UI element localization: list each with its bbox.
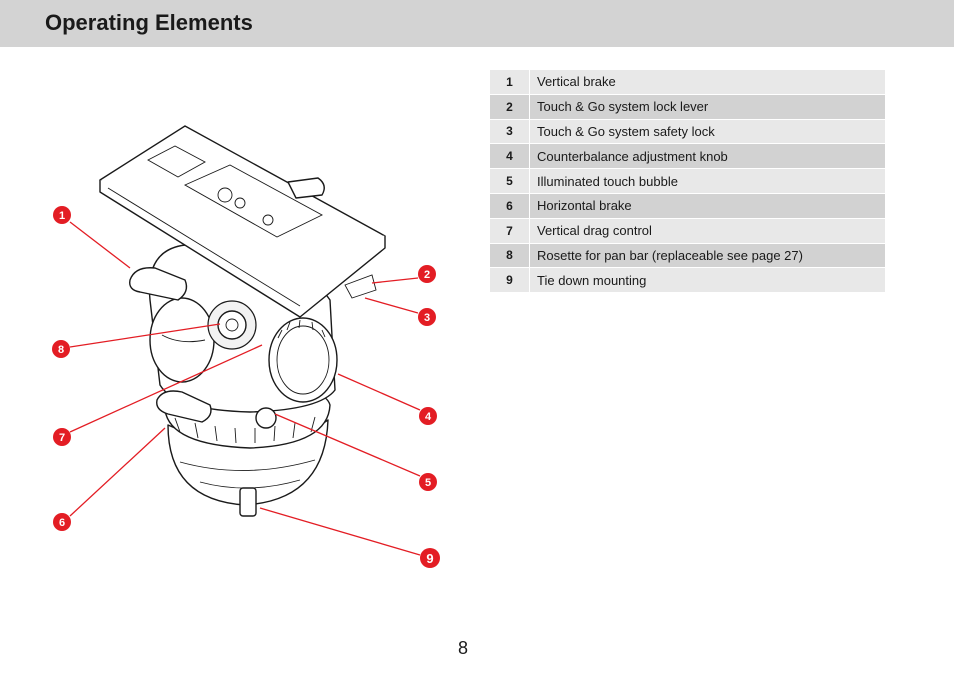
callout-2-label: 2 [424, 269, 430, 281]
page-number: 8 [458, 638, 469, 658]
page-title: Operating Elements [45, 10, 253, 35]
legend-label: Vertical drag control [530, 218, 885, 243]
fluid-head-illustration: 1 2 3 4 5 6 7 8 9 [52, 125, 440, 568]
callout-3: 3 [418, 308, 436, 326]
legend-label: Touch & Go system safety lock [530, 119, 885, 144]
callout-6-label: 6 [59, 517, 65, 529]
legend-row: 3 Touch & Go system safety lock [490, 119, 885, 144]
legend-number: 1 [490, 70, 530, 94]
callout-lines [69, 221, 421, 556]
legend-row: 2 Touch & Go system lock lever [490, 94, 885, 119]
callout-7-label: 7 [59, 432, 65, 444]
legend-row: 1 Vertical brake [490, 70, 885, 94]
legend-row: 6 Horizontal brake [490, 193, 885, 218]
horizontal-brake-lever [156, 390, 212, 423]
callout-2: 2 [418, 265, 436, 283]
header-bar: Operating Elements [0, 0, 954, 47]
legend-number: 4 [490, 144, 530, 169]
legend-label: Touch & Go system lock lever [530, 94, 885, 119]
callout-1: 1 [53, 206, 71, 224]
legend-table: 1 Vertical brake 2 Touch & Go system loc… [490, 69, 885, 293]
legend-number: 8 [490, 243, 530, 268]
touch-bubble [255, 407, 277, 429]
lock-lever [287, 177, 325, 199]
callout-4-label: 4 [425, 411, 432, 423]
callout-8-label: 8 [58, 344, 64, 356]
legend-label: Tie down mounting [530, 268, 885, 293]
callout-9-label: 9 [426, 551, 433, 566]
legend-row: 9 Tie down mounting [490, 268, 885, 293]
vertical-brake-lever [129, 267, 188, 301]
legend-row: 5 Illuminated touch bubble [490, 169, 885, 193]
callout-5: 5 [419, 473, 437, 491]
callout-8: 8 [52, 340, 70, 358]
legend-number: 2 [490, 94, 530, 119]
legend-label: Vertical brake [530, 70, 885, 94]
legend-number: 7 [490, 218, 530, 243]
callout-5-label: 5 [425, 477, 431, 489]
legend-label: Illuminated touch bubble [530, 169, 885, 193]
legend-number: 5 [490, 169, 530, 193]
legend-label: Rosette for pan bar (replaceable see pag… [530, 243, 885, 268]
callout-6: 6 [53, 513, 71, 531]
tie-down-pin [239, 487, 257, 517]
legend-row: 4 Counterbalance adjustment knob [490, 144, 885, 169]
legend-number: 3 [490, 119, 530, 144]
legend-number: 9 [490, 268, 530, 293]
callout-1-label: 1 [59, 210, 65, 222]
counterbalance-knob [268, 317, 338, 403]
legend-row: 8 Rosette for pan bar (replaceable see p… [490, 243, 885, 268]
legend-number: 6 [490, 193, 530, 218]
callout-3-label: 3 [424, 312, 430, 324]
legend-label: Horizontal brake [530, 193, 885, 218]
legend-label: Counterbalance adjustment knob [530, 144, 885, 169]
legend-row: 7 Vertical drag control [490, 218, 885, 243]
callout-7: 7 [53, 428, 71, 446]
callout-9: 9 [420, 548, 440, 568]
callout-4: 4 [419, 407, 437, 425]
